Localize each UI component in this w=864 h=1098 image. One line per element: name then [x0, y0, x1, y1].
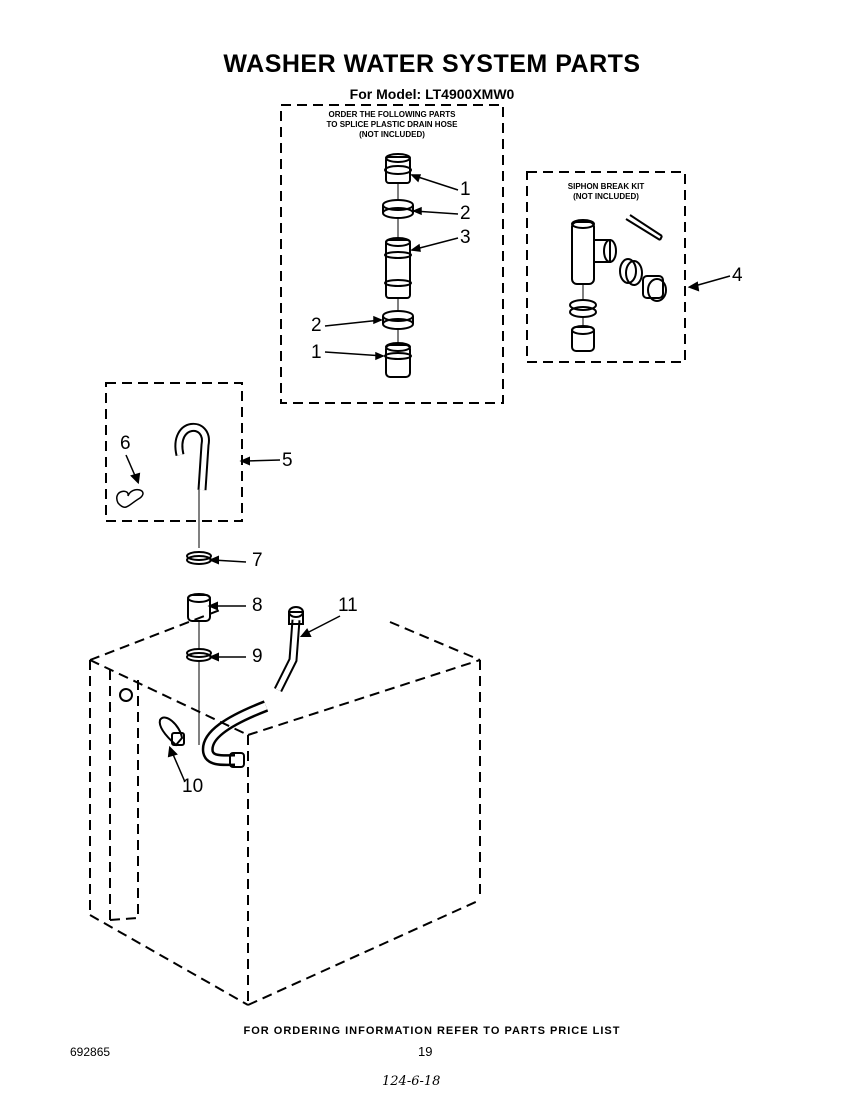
clamp-part-2-top [382, 199, 414, 219]
coupler-part-3 [384, 237, 412, 299]
document-number: 692865 [70, 1045, 111, 1059]
siphon-caption-line-2: (NOT INCLUDED) [573, 192, 639, 201]
washer-cabinet [89, 609, 481, 1006]
siphon-bottom-clamp [569, 299, 597, 318]
pump-fitting-part-10 [119, 688, 185, 747]
siphon-kit-caption: SIPHON BREAK KIT (NOT INCLUDED) [530, 182, 682, 202]
clamp-part-9 [186, 648, 212, 662]
callout-10: 10 [182, 776, 204, 797]
callout-6: 6 [120, 433, 131, 454]
page-number: 19 [418, 1044, 433, 1059]
splice-kit-box [280, 104, 504, 404]
hose-clip-part-6 [116, 488, 144, 508]
coupler-part-8 [187, 593, 211, 622]
splice-caption-line-2: TO SPLICE PLASTIC DRAIN HOSE [326, 120, 458, 129]
model-subtitle: For Model: LT4900XMW0 [349, 86, 515, 102]
splice-kit-caption: ORDER THE FOLLOWING PARTS TO SPLICE PLAS… [285, 110, 499, 140]
internal-drain-hose [201, 700, 269, 768]
callout-2-top: 2 [460, 203, 471, 224]
callout-4: 4 [732, 265, 743, 286]
drain-hose-box [105, 382, 243, 522]
callout-7: 7 [252, 550, 263, 571]
drain-hose-part-5 [174, 423, 210, 548]
siphon-connector-part [642, 275, 667, 302]
clamp-part-2-bottom [382, 310, 414, 330]
splice-caption-line-1: ORDER THE FOLLOWING PARTS [328, 110, 456, 119]
callout-9: 9 [252, 646, 263, 667]
callout-2-bottom: 2 [311, 315, 322, 336]
siphon-caption-line-1: SIPHON BREAK KIT [567, 182, 645, 191]
splice-caption-line-3: (NOT INCLUDED) [359, 130, 425, 139]
connector-part-1-top [384, 153, 412, 184]
siphon-clamp-part [619, 258, 643, 286]
callout-3: 3 [460, 227, 471, 248]
siphon-pin-part [625, 214, 663, 241]
siphon-kit-box [526, 171, 686, 363]
page-title: WASHER WATER SYSTEM PARTS [223, 50, 641, 78]
callout-1-top: 1 [460, 179, 471, 200]
handwritten-note: 124-6-18 [382, 1074, 441, 1089]
callout-8: 8 [252, 595, 263, 616]
siphon-bottom-connector [571, 325, 595, 352]
connector-part-1-bottom [384, 342, 412, 378]
siphon-tee-part [571, 219, 617, 285]
callout-5: 5 [282, 450, 293, 471]
clamp-part-7 [186, 551, 212, 565]
ordering-footer: FOR ORDERING INFORMATION REFER TO PARTS … [243, 1025, 621, 1037]
callout-1-bottom: 1 [311, 342, 322, 363]
callout-11: 11 [338, 595, 358, 616]
inlet-hose-part-11 [273, 606, 304, 693]
